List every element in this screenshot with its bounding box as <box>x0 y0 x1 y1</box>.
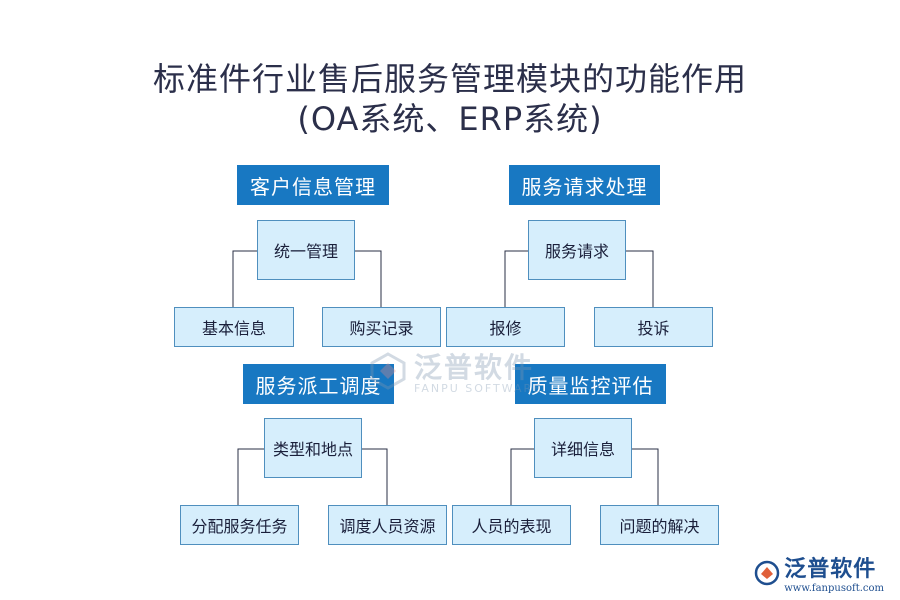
brand-name: 泛普软件 <box>784 557 877 582</box>
page-title: 标准件行业售后服务管理模块的功能作用 <box>152 60 747 98</box>
node-staff-performance: 人员的表现 <box>452 505 571 545</box>
node-detailed-info: 详细信息 <box>534 418 632 478</box>
node-purchase-records: 购买记录 <box>322 307 441 347</box>
connector-line <box>232 250 257 307</box>
node-problem-resolution: 问题的解决 <box>600 505 719 545</box>
node-complaint: 投诉 <box>594 307 713 347</box>
brand-url: www.fanpusoft.com <box>784 583 884 594</box>
module-header-customer-info: 客户信息管理 <box>237 165 389 205</box>
connector-line <box>504 250 528 307</box>
connector-line <box>355 250 382 307</box>
connector-line <box>626 250 654 307</box>
node-unified-management: 统一管理 <box>257 220 355 280</box>
node-basic-info: 基本信息 <box>174 307 294 347</box>
node-type-and-location: 类型和地点 <box>264 418 362 478</box>
page-subtitle: (OA系统、ERP系统) <box>297 100 603 138</box>
connector-line <box>510 448 534 505</box>
watermark-text: 泛普软件 <box>414 351 535 384</box>
node-service-request: 服务请求 <box>528 220 626 280</box>
node-repair: 报修 <box>446 307 565 347</box>
watermark-logo-icon <box>370 351 406 390</box>
connector-line <box>237 448 264 505</box>
module-header-dispatch: 服务派工调度 <box>243 364 394 404</box>
watermark-subtext: FANPU SOFTWARE <box>414 382 543 395</box>
connector-line <box>362 448 388 505</box>
brand-logo-icon <box>754 560 780 585</box>
node-schedule-staff: 调度人员资源 <box>328 505 447 545</box>
connector-line <box>632 448 659 505</box>
watermark: 泛普软件 FANPU SOFTWARE <box>368 346 542 395</box>
brand-logo: 泛普软件 www.fanpusoft.com <box>754 551 884 594</box>
module-header-service-request: 服务请求处理 <box>509 165 660 205</box>
node-assign-tasks: 分配服务任务 <box>180 505 299 545</box>
module-header-quality: 质量监控评估 <box>515 364 666 404</box>
